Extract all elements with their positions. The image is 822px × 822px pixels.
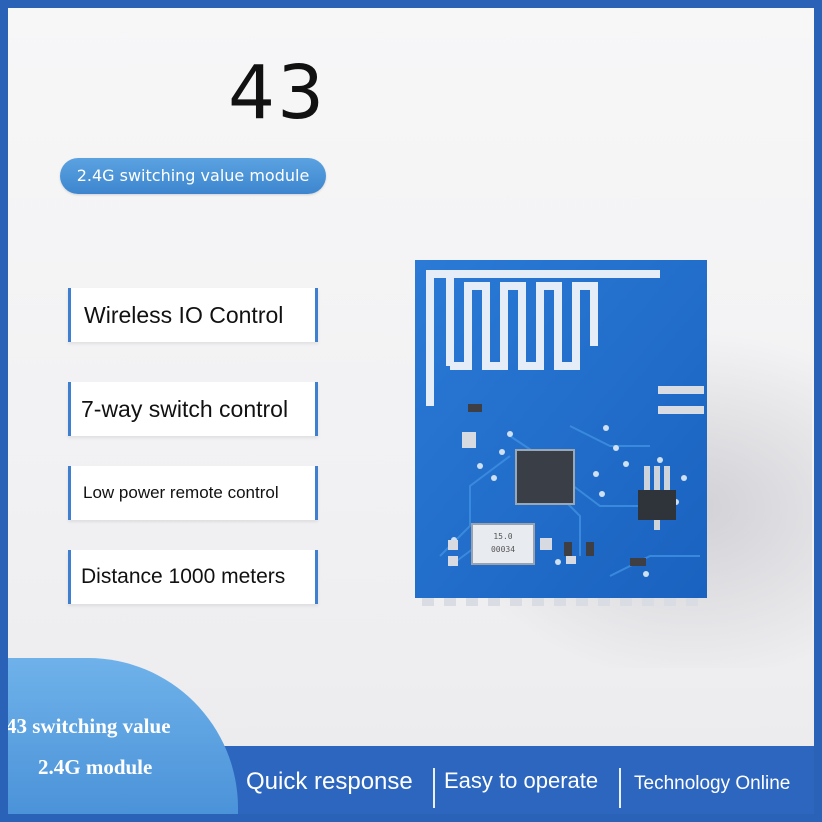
- footer-item-quick-response: Quick response: [246, 768, 413, 795]
- badge-line-1: 43 switching value: [8, 714, 171, 738]
- regulator-chip: [638, 490, 676, 520]
- feature-label: Distance 1000 meters: [81, 565, 286, 588]
- crystal-oscillator: 15.0 00034: [471, 523, 535, 565]
- product-canvas: 43 2.4G switching value module Wireless …: [8, 8, 814, 814]
- feature-seven-way-switch: 7-way switch control: [68, 382, 318, 436]
- footer-divider: [433, 768, 435, 808]
- feature-label: Low power remote control: [83, 483, 279, 502]
- feature-label: Wireless IO Control: [84, 301, 284, 328]
- antenna-trace: [426, 270, 660, 406]
- feature-wireless-io: Wireless IO Control: [68, 288, 318, 342]
- svg-text:15.0: 15.0: [493, 532, 512, 541]
- feature-low-power: Low power remote control: [68, 466, 318, 520]
- svg-text:00034: 00034: [491, 545, 515, 554]
- pcb-module-image: 15.0 00034: [415, 260, 707, 606]
- feature-label: 7-way switch control: [81, 395, 289, 422]
- feature-distance: Distance 1000 meters: [68, 550, 318, 604]
- footer-divider: [619, 768, 621, 808]
- badge-line-2: 2.4G module: [38, 755, 153, 779]
- model-number: 43: [228, 50, 327, 136]
- footer-item-technology-online: Technology Online: [634, 773, 791, 794]
- subtitle-pill: 2.4G switching value module: [60, 158, 326, 194]
- footer-item-easy-to-operate: Easy to operate: [444, 768, 599, 793]
- mcu-chip: [515, 449, 575, 505]
